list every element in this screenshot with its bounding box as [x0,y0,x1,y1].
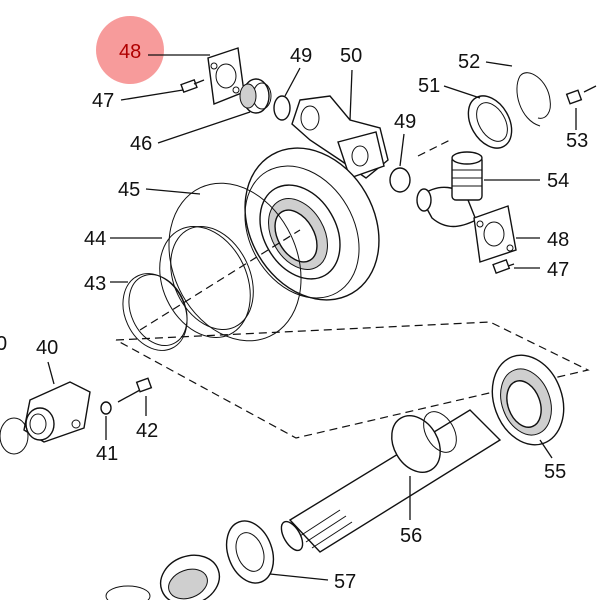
highlight-circle [96,16,164,84]
bearing-55 [491,354,565,446]
callout-53: 53 [566,130,588,152]
pump-housing-50 [244,95,389,301]
bolt-42 [117,377,153,403]
screw-47-top [180,78,205,94]
leader-55 [539,439,553,459]
callout-52: 52 [458,51,480,73]
leader-52 [485,61,513,67]
shaft-56 [280,409,502,553]
centerline-54 [417,139,451,157]
leader-45 [145,188,201,195]
callout-48-highlighted[interactable]: 48 [96,16,164,84]
leader-46 [157,111,251,144]
leader-40 [47,361,55,385]
flange-40 [0,381,91,455]
ring-44 [159,226,251,338]
leader-49-right [399,133,405,167]
leader-47-top [120,89,184,101]
gasket-48-right [473,205,517,263]
callout-43: 43 [84,273,106,295]
snap-ring-52 [516,72,551,127]
callout-0-partial: 0 [0,333,7,355]
leader-50 [349,69,353,121]
callout-54: 54 [547,170,569,192]
gasket-48-top [207,47,245,105]
callout-41: 41 [96,443,118,465]
leader-51 [443,85,481,99]
washer-41 [100,401,112,415]
washer-57 [225,520,275,584]
oring-49-right [389,167,411,193]
callout-49-right: 49 [394,111,416,133]
callout-51: 51 [418,75,440,97]
callout-55: 55 [544,461,566,483]
callout-56: 56 [400,525,422,547]
elbow-fitting-54 [416,151,483,228]
needle-bearing-bottom [105,554,221,600]
seal-51 [467,95,513,149]
ring-43 [122,273,188,351]
callout-45: 45 [118,179,140,201]
ring-45 [168,182,302,342]
callout-57: 57 [334,571,356,593]
leader-57 [269,573,329,581]
leader-49-top [284,67,301,97]
callout-42: 42 [136,420,158,442]
ring-44-inner [170,225,254,331]
centerline-main [139,229,301,331]
screw-47-right [492,258,515,274]
callout-49-top: 49 [290,45,312,67]
callout-40: 40 [36,337,58,359]
bolt-53 [565,85,597,105]
coupling-46 [239,78,272,114]
callout-48-label: 48 [119,41,141,63]
oring-49-top [273,95,291,121]
ring-43-inner [128,274,188,346]
callout-44: 44 [84,228,106,250]
callout-50: 50 [340,45,362,67]
callout-48-right: 48 [547,229,569,251]
callout-47-top: 47 [92,90,114,112]
projection-outline [115,321,590,439]
callout-46: 46 [130,133,152,155]
callout-47-right: 47 [547,259,569,281]
